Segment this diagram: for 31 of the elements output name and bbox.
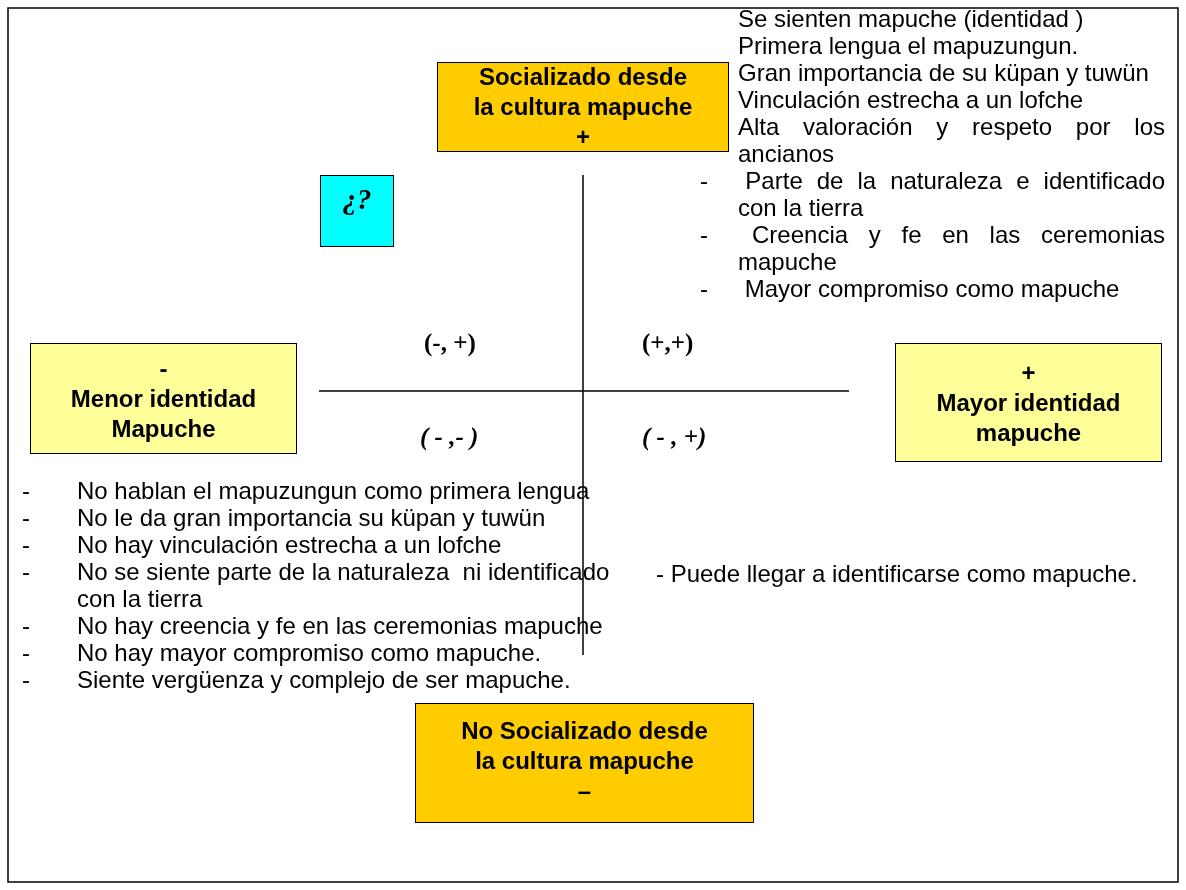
bullet-item: - No hay vinculación estrecha a un lofche [22, 531, 503, 558]
box-text: ¿? [342, 184, 372, 214]
list-item: Se sienten mapuche (identidad ) [737, 5, 1085, 32]
box-text: – [577, 776, 592, 806]
quadrant-label: ( - , +) [642, 422, 707, 452]
note-text: - Puede llegar a identificarse como mapuche. [656, 560, 1138, 587]
box-text: + [1021, 357, 1036, 388]
list-item: Primera lengua el mapuzungun. [737, 32, 1080, 59]
category-box [30, 343, 297, 454]
box-text: Menor identidad Mapuche [69, 383, 258, 444]
quadrant-label: (-, +) [424, 328, 476, 358]
box-text: - [159, 353, 168, 384]
bullet-item: - No le da gran importancia su küpan y tuwün [22, 504, 547, 531]
quadrant-label: (+,+) [642, 328, 694, 358]
box-text: No Socializado desde la cultura mapuche [460, 716, 709, 776]
box-text: Mayor identidad mapuche [935, 387, 1122, 448]
quadrant-label: ( - ,- ) [420, 422, 479, 452]
category-box [415, 703, 754, 823]
list-item: Gran importancia de su küpan y tuwün [737, 59, 1150, 86]
question-box [320, 175, 394, 247]
bullet-item: - Creencia y fe en las ceremonias mapuche [700, 221, 1165, 275]
bullet-item: - Siente vergüenza y complejo de ser mapuche. [22, 666, 572, 693]
bullet-item: - Parte de la naturaleza e identificado con la tierra [700, 167, 1165, 221]
list-item: Vinculación estrecha a un lofche [737, 86, 1085, 113]
category-box [895, 343, 1162, 462]
box-text: + [576, 122, 590, 152]
category-box [437, 62, 729, 152]
box-text: Socializado desde la cultura mapuche [472, 62, 694, 122]
bullet-item: - No hay mayor compromiso como mapuche. [22, 639, 543, 666]
bullet-item: - Mayor compromiso como mapuche [700, 275, 1121, 302]
list-item: Alta valoración y respeto por los ancianos [737, 113, 1165, 167]
